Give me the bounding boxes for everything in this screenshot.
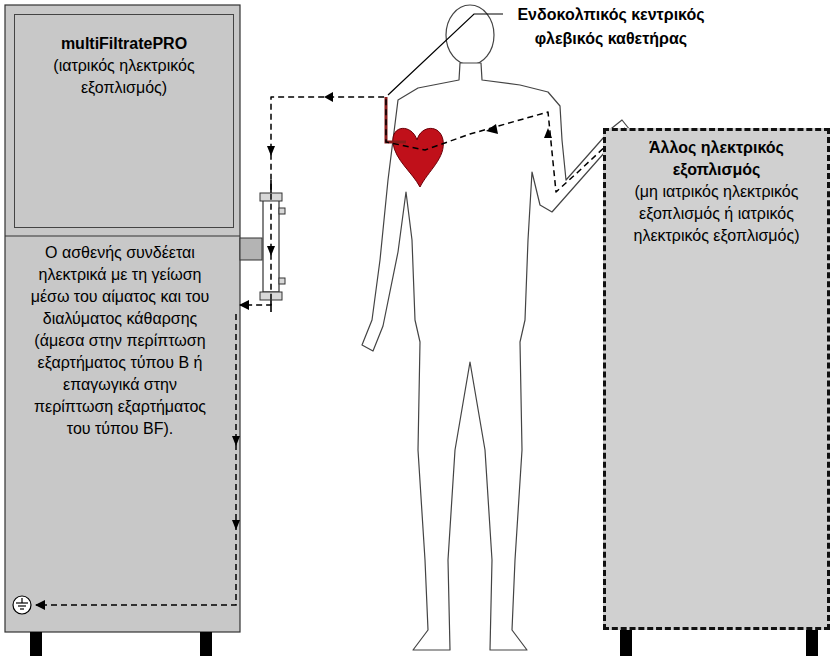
equipment-leg [806, 630, 818, 656]
leader-line [388, 14, 503, 95]
equipment-panel: multiFiltratePRO(ιατρικός ηλεκτρικός εξο… [14, 14, 234, 228]
equipment-leg [620, 630, 632, 656]
callout-label: Ενδοκολπικός κεντρικός φλεβικός καθετήρα… [506, 3, 716, 51]
box-text: Ο ασθενής συνδέεται ηλεκτρικά με τη γείω… [29, 242, 211, 440]
machine-leg [200, 632, 212, 656]
catheter [386, 97, 406, 142]
ground-symbol [21, 598, 22, 603]
patient-figure [362, 63, 630, 650]
ground-symbol [20, 608, 24, 609]
filter-port [279, 208, 285, 214]
ground-symbol [16, 602, 28, 603]
machine-housing [5, 5, 240, 632]
note-panel: Ο ασθενής συνδέεται ηλεκτρικά με τη γείω… [5, 238, 240, 632]
machine-leg [30, 632, 42, 656]
ground-symbol [13, 596, 31, 614]
housing-divider [5, 235, 240, 236]
box-title: Άλλος ηλεκτρικός εξοπλισμός [616, 137, 817, 181]
arrow-head [232, 520, 240, 530]
ground-symbol [18, 605, 26, 606]
box-text: (ιατρικός ηλεκτρικός εξοπλισμός) [25, 55, 223, 99]
equipment-box: Άλλος ηλεκτρικός εξοπλισμός(μη ιατρικός … [603, 128, 830, 630]
current-path [240, 97, 625, 305]
arrow-head [486, 124, 498, 134]
filter-clamp [240, 238, 262, 260]
heart [393, 128, 443, 187]
filter-tube [270, 300, 272, 312]
filter-port [279, 278, 285, 284]
box-title: multiFiltratePRO [25, 33, 223, 55]
arrow-head [232, 436, 240, 446]
box-text: (μη ιατρικός ηλεκτρικός εξοπλισμός ή ιατ… [616, 181, 817, 247]
